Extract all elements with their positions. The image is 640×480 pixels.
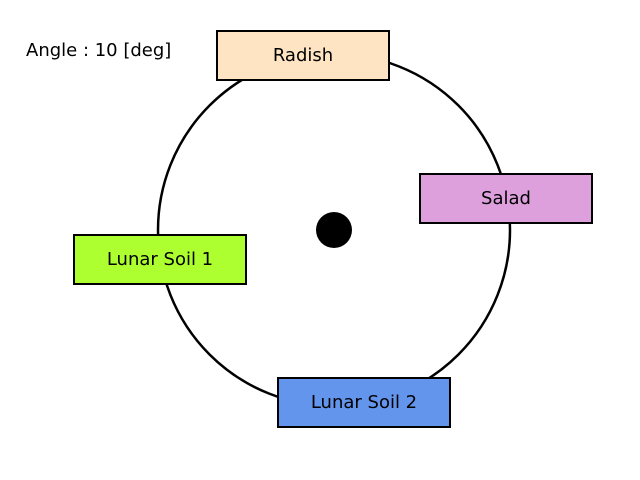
tray-lunar-soil-2-label: Lunar Soil 2 [310,392,418,413]
tray-lunar-soil-2: Lunar Soil 2 [277,377,451,428]
tray-radish-label: Radish [272,45,334,66]
tray-lunar-soil-1: Lunar Soil 1 [73,234,247,285]
tray-salad: Salad [419,173,593,224]
tray-salad-label: Salad [481,188,531,209]
center-hub [316,212,352,248]
tray-radish: Radish [216,30,390,81]
tray-lunar-soil-1-label: Lunar Soil 1 [106,249,214,270]
angle-readout: Angle : 10 [deg] [26,40,172,61]
